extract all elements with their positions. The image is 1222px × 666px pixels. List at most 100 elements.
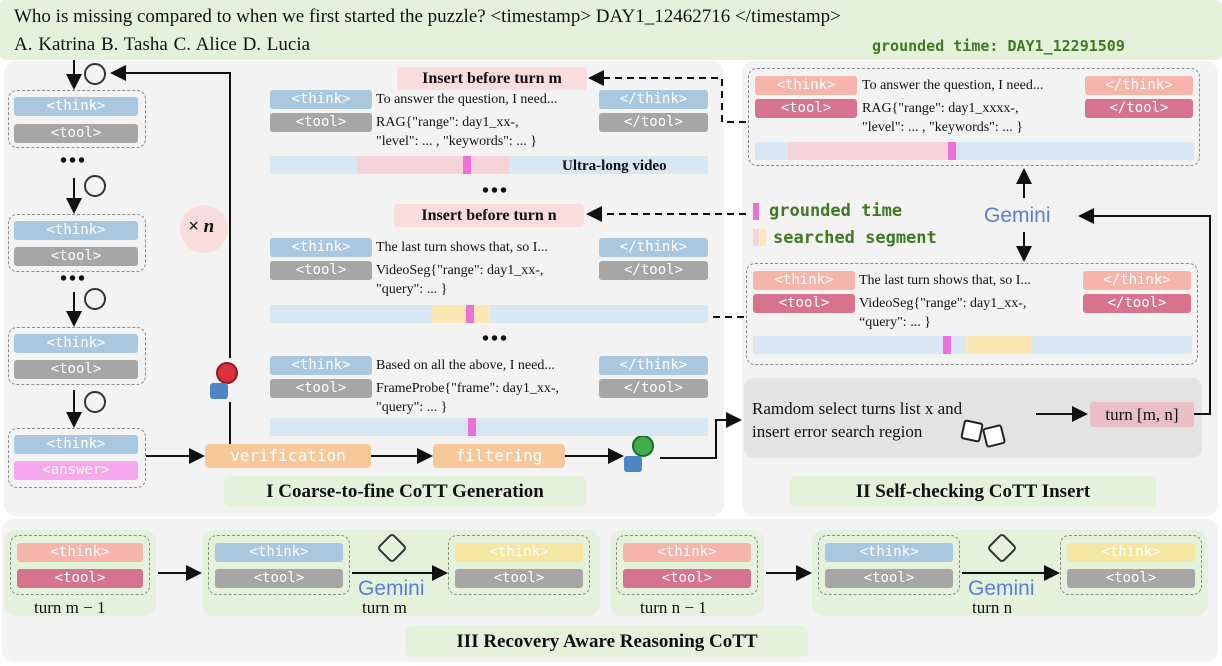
think-tag: <think> [14,334,138,353]
video-timeline [753,336,1192,354]
think-tag: <think> [270,238,372,257]
bottom-turn-box [818,535,960,595]
think-tag: <think> [753,271,855,290]
tool-tag: <tool> [14,247,138,266]
tool-tag: <tool> [270,113,372,132]
grounded-marker [948,142,956,160]
tool-tag: <tool> [753,294,855,313]
think-tag: <think> [270,356,372,375]
gemini-logo: Gemini [358,577,425,600]
grounded-marker [943,336,951,354]
tool-text-line2: "level": ... , "keywords": ... } [862,120,1023,135]
section-title-recovery: III Recovery Aware Reasoning CoTT [406,626,808,657]
dashed-arrow [588,70,746,123]
tool-text-line1: VideoSeg{"range": day1_xx-, [859,296,1027,311]
repeat-badge [180,205,228,253]
tool-tag: <tool> [623,569,751,588]
think-end-tag: </think> [599,356,708,375]
verification-step: verification [205,444,371,468]
think-text: Based on all the above, I need... [376,358,555,373]
think-tag: <think> [825,543,953,562]
tool-end-tag: </tool> [599,113,708,132]
arrow [1078,208,1211,415]
ellipsis: ••• [60,268,88,290]
think-text: The last turn shows that, so I... [859,273,1031,288]
right-turn-box-1 [748,68,1200,166]
video-timeline [755,142,1194,160]
think-text: The last turn shows that, so I... [376,240,548,255]
legend-searched-swatch [753,229,759,246]
turn-n-label: turn n [972,598,1013,617]
think-tag: <think> [1067,543,1195,562]
legend-grounded-swatch [753,203,759,220]
think-tag: <think> [755,76,857,95]
filtering-step: filtering [433,444,565,468]
tool-end-tag: </tool> [1083,294,1191,313]
legend-searched-swatch [760,229,766,246]
right-turn-box-2 [746,263,1198,365]
insert-before-n: Insert before turn n [394,204,584,227]
video-timeline [270,418,708,436]
repeat-label: × n [188,216,215,237]
searched-segment [357,156,509,174]
searched-segment [966,336,1032,354]
tool-text-line1: VideoSeg{"range": day1_xx-, [376,263,544,278]
tool-tag: <tool> [270,379,372,398]
turn-m-minus-1-label: turn m − 1 [34,598,106,617]
tool-text-line1: FrameProbe{"frame": day1_xx-, [376,381,559,396]
grounded-marker [466,305,474,323]
insert-before-m: Insert before turn m [397,67,587,90]
bottom-turn-box [1060,535,1202,595]
searched-segment [432,305,490,323]
legend-grounded-label: grounded time [769,201,903,221]
tool-tag: <tool> [825,569,953,588]
grounded-marker [468,418,476,436]
think-tag: <think> [270,90,372,109]
arrow [660,412,742,459]
think-tag: <think> [17,543,143,562]
gemini-logo: Gemini [968,577,1035,600]
think-text: To answer the question, I need... [862,78,1044,93]
left-turn-box-3 [8,327,146,385]
tool-tag: <tool> [455,569,583,588]
left-turn-box-2 [8,214,146,272]
ellipsis: ••• [60,150,88,172]
tool-tag: <tool> [270,261,372,280]
legend-searched-label: searched segment [773,228,937,248]
think-end-tag: </think> [1085,76,1193,95]
gemini-logo: Gemini [984,204,1051,227]
video-timeline [270,305,708,323]
bottom-turn-box [448,535,590,595]
tool-text-line1: RAG{"range": day1_xxxx-, [862,101,1019,116]
openai-logo-icon [84,175,106,197]
grounded-marker [463,156,471,174]
think-end-tag: </think> [599,90,708,109]
turn-range-badge: turn [m, n] [1090,402,1194,427]
answer-options: A. Katrina B. Tasha C. Alice D. Lucia [14,34,311,55]
tool-tag: <tool> [17,569,143,588]
section-title-generation: I Coarse-to-fine CoTT Generation [224,476,586,507]
left-turn-box-answer [8,428,146,488]
bottom-turn-box [616,535,758,595]
think-text: To answer the question, I need... [376,92,558,107]
bottom-turn-box [208,535,350,595]
openai-logo-icon [84,288,106,310]
think-end-tag: </think> [1083,271,1191,290]
turn-n-minus-1-label: turn n − 1 [640,598,707,617]
thumbs-icon [210,383,228,399]
openai-logo-icon [84,391,106,413]
think-end-tag: </think> [599,238,708,257]
searched-segment [788,142,948,160]
think-tag: <think> [14,97,138,116]
tool-end-tag: </tool> [599,379,708,398]
think-tag: <think> [215,543,343,562]
bottom-turn-box [10,535,150,595]
think-tag: <think> [455,543,583,562]
turn-m-label: turn m [362,598,407,617]
think-tag: <think> [14,221,138,240]
tool-end-tag: </tool> [1085,99,1193,118]
grounded-time-label: grounded time: DAY1_12291509 [872,37,1125,55]
video-label: Ultra-long video [562,158,667,174]
tool-tag: <tool> [1067,569,1195,588]
